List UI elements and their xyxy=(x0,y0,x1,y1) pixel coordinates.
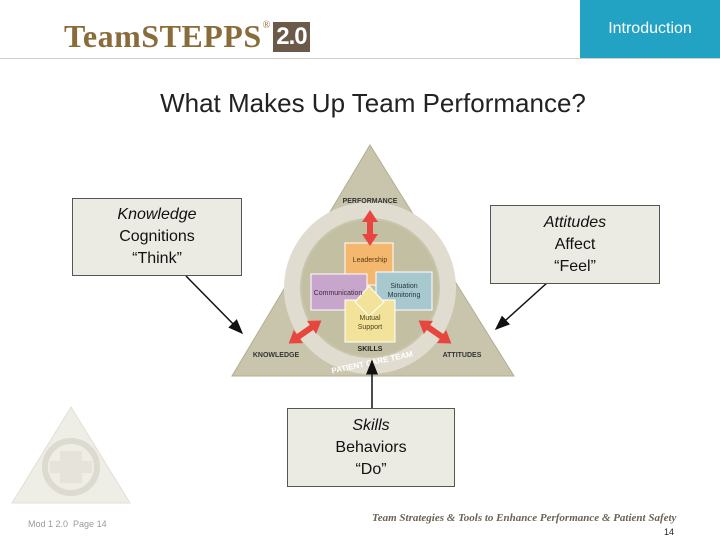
footer-module: Mod 1 2.0 Page 14 xyxy=(28,519,107,529)
skills-title: Skills xyxy=(352,416,390,434)
watermark-logo-icon xyxy=(11,406,131,504)
footer-tagline: Team Strategies & Tools to Enhance Perfo… xyxy=(372,512,677,524)
attitudes-line2: “Feel” xyxy=(554,257,596,275)
logo-version-badge: 2.0 xyxy=(273,22,310,52)
attitudes-title: Attitudes xyxy=(543,213,607,231)
monitoring-label: Monitoring xyxy=(388,292,421,299)
knowledge-line2: “Think” xyxy=(132,250,182,267)
knowledge-pointer-arrow xyxy=(185,275,244,335)
leadership-label: Leadership xyxy=(353,257,388,264)
page-label: Page 14 xyxy=(73,519,107,529)
knowledge-box: Knowledge Cognitions “Think” xyxy=(72,198,242,276)
attitudes-pointer-arrow xyxy=(494,281,549,331)
skills-line2: “Do” xyxy=(355,460,387,478)
header-divider xyxy=(0,58,720,59)
skills-line1: Behaviors xyxy=(335,438,407,456)
situation-label: Situation xyxy=(390,283,417,290)
module-label: Mod 1 2.0 xyxy=(28,519,69,529)
skills-box: Skills Behaviors “Do” xyxy=(287,408,455,487)
arrow-knowledge-icon xyxy=(288,320,322,344)
attitudes-corner-label: ATTITUDES xyxy=(443,352,482,359)
attitudes-line1: Affect xyxy=(554,235,596,253)
teamstepps-logo: TeamSTEPPS ® 2.0 xyxy=(64,18,310,54)
knowledge-line1: Cognitions xyxy=(119,228,195,245)
mutual-label: Mutual xyxy=(359,315,380,322)
attitudes-box: Attitudes Affect “Feel” xyxy=(490,205,660,284)
slide-title: What Makes Up Team Performance? xyxy=(160,88,586,118)
arrow-attitudes-icon xyxy=(418,320,452,344)
arrow-performance-icon xyxy=(362,210,378,246)
support-label: Support xyxy=(358,324,383,331)
logo-wordmark: TeamSTEPPS xyxy=(64,18,262,54)
section-tab: Introduction xyxy=(580,0,720,58)
knowledge-corner-label: KNOWLEDGE xyxy=(253,352,300,359)
logo-registered-mark: ® xyxy=(262,20,271,31)
performance-corner-label: PERFORMANCE xyxy=(343,198,398,205)
page-number: 14 xyxy=(664,527,675,537)
skills-inner-label: SKILLS xyxy=(358,346,383,353)
knowledge-title: Knowledge xyxy=(117,206,197,223)
communication-label: Communication xyxy=(314,290,363,297)
